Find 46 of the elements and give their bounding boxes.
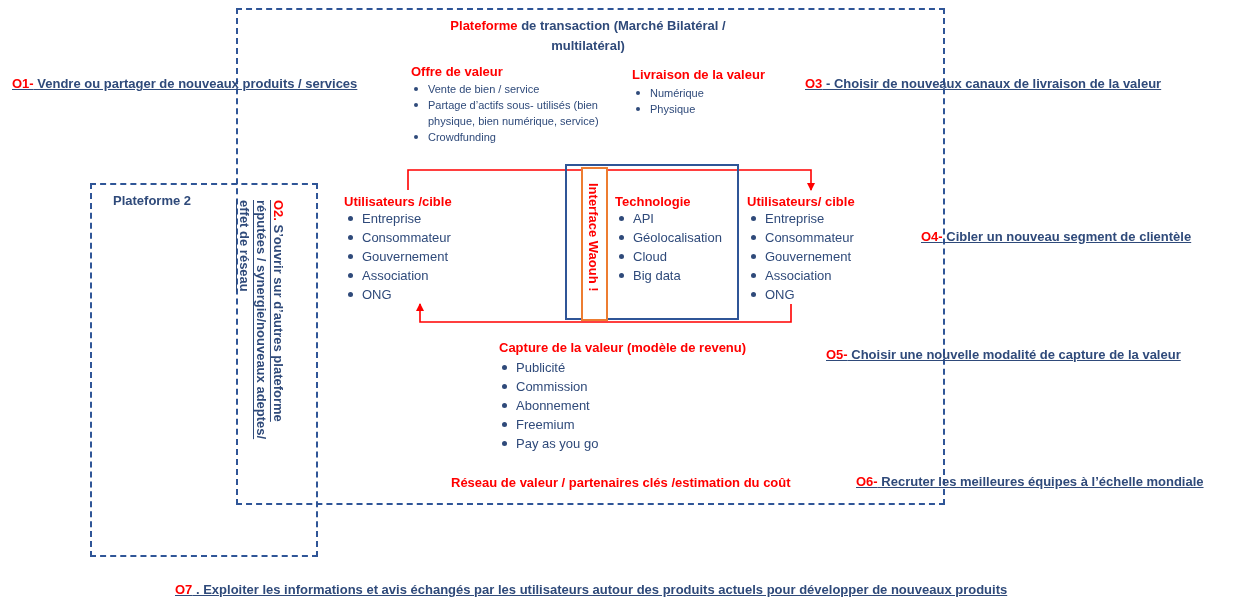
list-item: Physique [632, 101, 696, 117]
heading: Réseau de valeur / partenaires clés /estimation du coût [451, 475, 791, 490]
list-item: Association [747, 266, 855, 285]
list-item: Entreprise [747, 209, 855, 228]
list-item: ONG [747, 285, 855, 304]
list-item: API [615, 209, 722, 228]
arrow [416, 303, 792, 323]
heading: Capture de la valeur (modèle de revenu) [499, 340, 747, 355]
heading: Technologie [615, 194, 692, 209]
objective-text: O6- Recruter les meilleures équipes à l’échelle mondiale [856, 474, 1204, 489]
list-item: ONG [344, 285, 452, 304]
list-item: Gouvernement [747, 247, 855, 266]
objective-text: O5- Choisir une nouvelle modalité de capture de la valeur [826, 347, 1181, 362]
list-item: Consommateur [747, 228, 855, 247]
objective-text: O4- Cibler un nouveau segment de clientèle [921, 229, 1192, 244]
heading: Offre de valeur [411, 64, 503, 79]
list-item: Vente de bien / service [410, 81, 540, 97]
objective-text: O2. S’ouvrir sur d’autres plateforme réputées / synergie/nouveaux adeptes/ effet de réseau [236, 200, 287, 442]
list-item: Gouvernement [344, 247, 452, 266]
list-item: Freemium [498, 415, 575, 434]
dashed-frame [90, 183, 318, 557]
objective-text: O7 . Exploiter les informations et avis échangés par les utilisateurs autour des produits actuels pour développer de nouveaux produits [175, 582, 1008, 597]
objective-text: O3 - Choisir de nouveaux canaux de livraison de la valeur [805, 76, 1162, 91]
list-item: Consommateur [344, 228, 452, 247]
technology-box [565, 164, 739, 320]
frame-title: Plateforme 2 [113, 193, 192, 208]
list-item: Association [344, 266, 452, 285]
list-item: Abonnement [498, 396, 590, 415]
objective-text: O1- Vendre ou partager de nouveaux produits / services [12, 76, 358, 91]
list-item: Cloud [615, 247, 722, 266]
list-item: Entreprise [344, 209, 452, 228]
heading: Livraison de la valeur [632, 67, 765, 82]
list-item: Géolocalisation [615, 228, 722, 247]
list-item: Big data [615, 266, 722, 285]
arrow [407, 169, 815, 191]
list-item: Crowdfunding [410, 129, 496, 145]
frame-title: Plateforme de transaction (Marché Bilatéral / multilatéral) [449, 17, 727, 55]
list-item: Numérique [632, 85, 704, 101]
list-item: Commission [498, 377, 588, 396]
vertical-label: Interface Waouh ! [586, 183, 601, 292]
list-item: Pay as you go [498, 434, 599, 453]
heading: Utilisateurs /cible [344, 194, 452, 209]
list-item: Partage d’actifs sous- utilisés (bien physique, bien numérique, service) [410, 97, 603, 129]
list-item: Publicité [498, 358, 566, 377]
interface-bar [581, 167, 608, 321]
heading: Utilisateurs/ cible [747, 194, 855, 209]
